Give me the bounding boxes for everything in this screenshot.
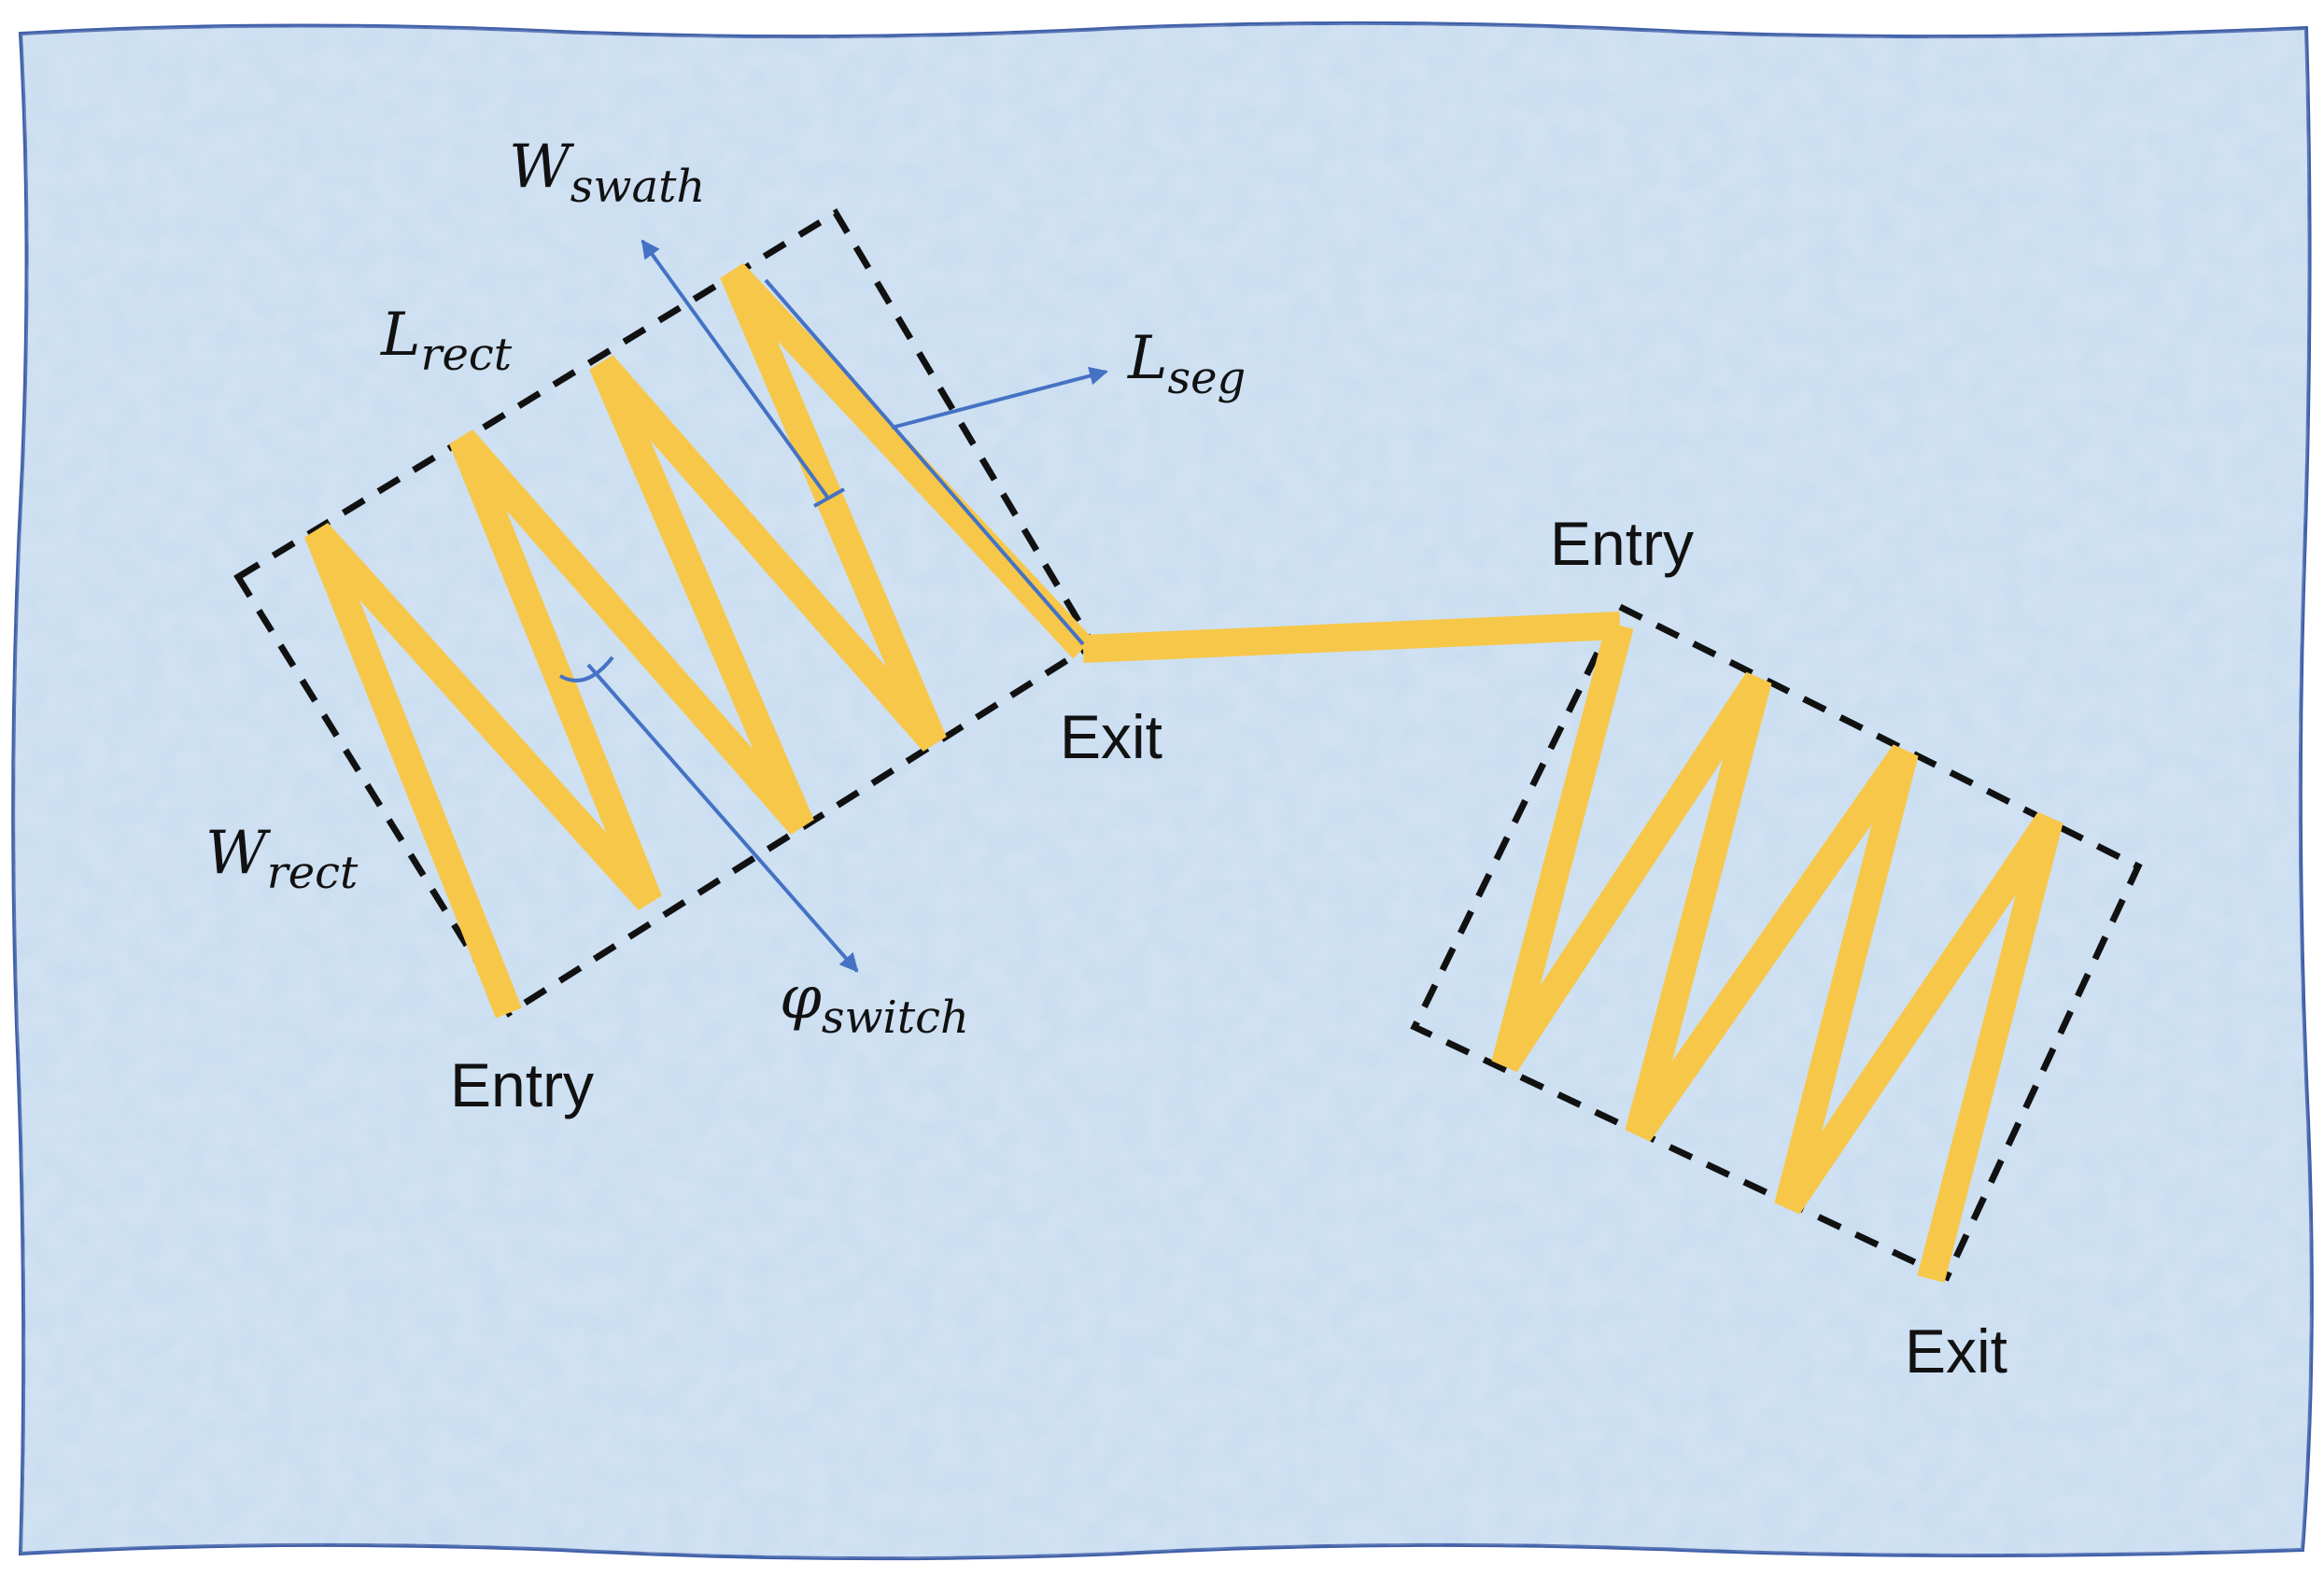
label-l-rect: Lrect [380, 301, 513, 381]
label-w-rect: Wrect [205, 819, 359, 899]
label-entry-left: Entry [450, 1050, 594, 1119]
phi-switch-arrow [586, 663, 859, 973]
phi-switch-angle-arc [559, 655, 614, 682]
label-entry-right: Entry [1550, 509, 1694, 578]
background-texture [13, 22, 2312, 1559]
l-seg-arrow [891, 366, 1108, 429]
label-w-swath: Wswath [509, 133, 705, 213]
right-rectangle-outline [1410, 602, 2143, 1282]
label-l-seg: Lseg [1127, 324, 1246, 404]
label-phi-switch: φswitch [780, 964, 969, 1044]
label-exit-left: Exit [1060, 702, 1162, 771]
w-swath-tick [813, 487, 845, 508]
left-zigzag-path [304, 262, 1093, 1019]
label-exit-right: Exit [1905, 1316, 2007, 1386]
w-swath-arrow [641, 239, 831, 501]
transit-path [1082, 612, 1621, 663]
right-zigzag-path [1491, 622, 2063, 1283]
l-seg-guide-line [764, 278, 1085, 646]
